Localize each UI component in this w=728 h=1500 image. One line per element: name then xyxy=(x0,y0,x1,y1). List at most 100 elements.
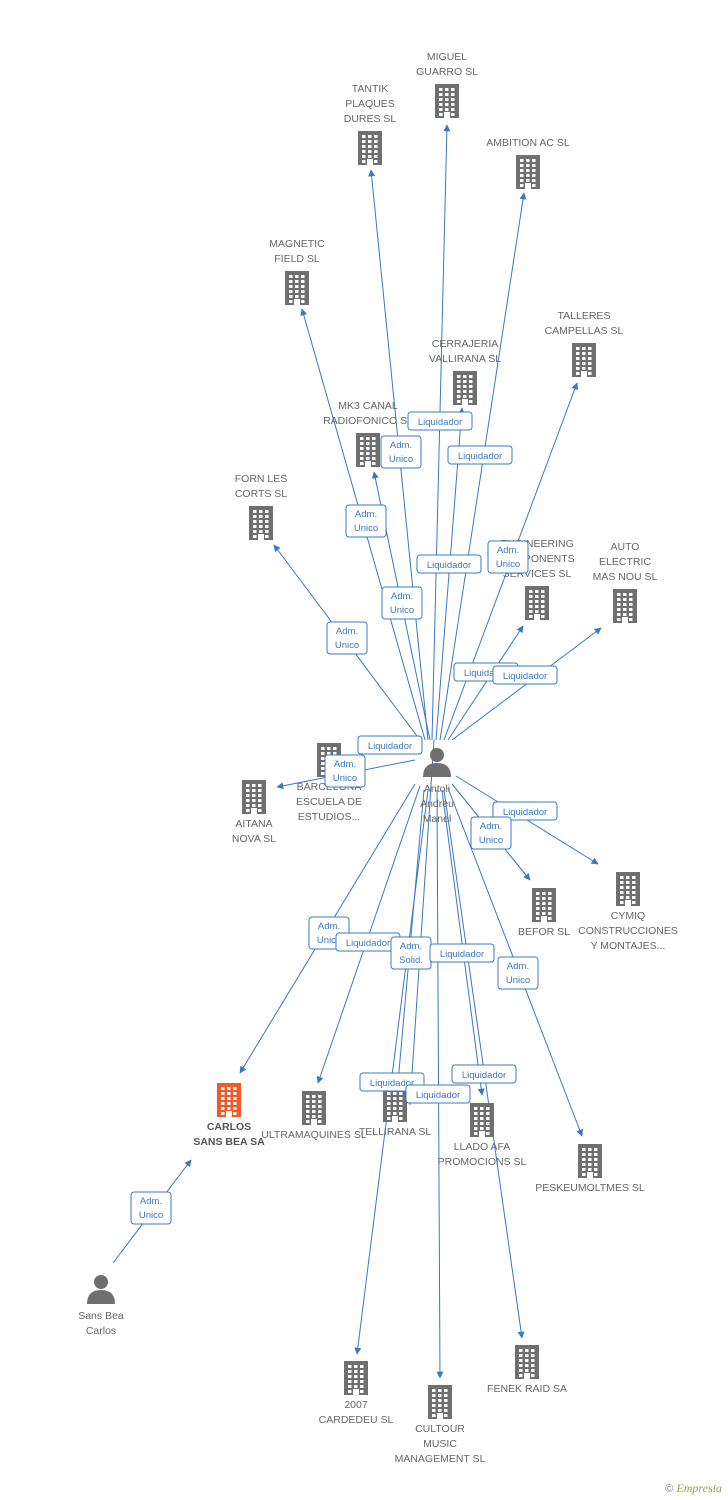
relation-label[interactable]: Adm.Unico xyxy=(345,504,387,538)
relation-label[interactable]: Liquidador xyxy=(335,932,401,952)
brand-name: Empresia xyxy=(676,1481,722,1495)
relation-label-text: Adm. xyxy=(400,941,422,952)
relation-label[interactable]: Liquidador xyxy=(492,665,558,685)
relation-label-text: Liquidador xyxy=(370,1078,414,1089)
node-label-line: Carlos xyxy=(86,1325,116,1337)
relation-label[interactable]: Liquidador xyxy=(405,1084,471,1104)
building-icon[interactable] xyxy=(217,1083,241,1117)
building-icon[interactable] xyxy=(344,1361,368,1395)
building-icon[interactable] xyxy=(578,1144,602,1178)
node-ambition[interactable]: AMBITION AC SL xyxy=(486,137,570,189)
building-icon[interactable] xyxy=(613,589,637,623)
person-icon[interactable] xyxy=(87,1275,115,1304)
relation-label[interactable]: Adm.Unico xyxy=(381,586,423,620)
relation-label[interactable]: Liquidador xyxy=(429,943,495,963)
relation-label-text: Liquidador xyxy=(464,668,508,679)
node-label-line: Sans Bea xyxy=(78,1310,124,1322)
node-label-line: AUTO xyxy=(611,541,640,553)
node-label-line: CERRAJERIA xyxy=(432,338,499,350)
relation-label[interactable]: Adm.Unico xyxy=(497,956,539,990)
person-icon[interactable] xyxy=(423,748,451,777)
relation-label-text: Unico xyxy=(479,835,503,846)
node-label-line: LLADO AFA xyxy=(454,1141,511,1153)
building-icon[interactable] xyxy=(242,780,266,814)
node-label-line: MIGUEL xyxy=(427,51,467,63)
building-icon[interactable] xyxy=(356,433,380,467)
node-label-line: GUARRO SL xyxy=(416,66,478,78)
building-icon[interactable] xyxy=(249,506,273,540)
node-peskeumoltmes[interactable]: PESKEUMOLTMES SL xyxy=(535,1144,645,1194)
building-icon[interactable] xyxy=(383,1088,407,1122)
relation-label-text: Solid. xyxy=(399,955,423,966)
relation-label[interactable]: Liquidador xyxy=(357,735,423,755)
node-label-line: Andreu xyxy=(420,798,454,810)
building-icon[interactable] xyxy=(285,271,309,305)
relation-label-text: Adm. xyxy=(334,759,356,770)
node-forn[interactable]: FORN LES CORTS SL xyxy=(235,473,288,540)
relation-label-text: Liquidador xyxy=(503,807,547,818)
relation-label-text: Liquidador xyxy=(462,1070,506,1081)
node-label-line: ESTUDIOS... xyxy=(298,811,360,823)
building-icon[interactable] xyxy=(428,1385,452,1419)
relation-label[interactable]: Liquidador xyxy=(451,1064,517,1084)
node-ultramaquines[interactable]: ULTRAMAQUINES SL xyxy=(261,1091,367,1141)
building-icon[interactable] xyxy=(435,84,459,118)
edge-antoli-ambition xyxy=(439,192,527,741)
relation-label[interactable]: Adm.Unico xyxy=(470,816,512,850)
node-label-line: CARDEDEU SL xyxy=(319,1414,394,1426)
node-label-line: PLAQUES xyxy=(345,98,395,110)
building-icon[interactable] xyxy=(525,586,549,620)
relation-label[interactable]: Adm.Unico xyxy=(130,1191,172,1225)
relation-label-text: Liquidador xyxy=(440,949,484,960)
relation-label-text: Unico xyxy=(335,640,359,651)
relation-label-text: Liquidador xyxy=(346,938,390,949)
node-label-line: RADIOFONICO SL xyxy=(323,415,413,427)
relation-label-text: Adm. xyxy=(355,509,377,520)
relation-label[interactable]: Adm.Unico xyxy=(487,540,529,574)
relation-label-text: Adm. xyxy=(336,626,358,637)
building-icon[interactable] xyxy=(572,343,596,377)
node-label-line: FORN LES xyxy=(235,473,288,485)
relation-label[interactable]: Adm. Unico xyxy=(326,621,368,655)
relation-label[interactable]: Liquidador xyxy=(407,411,473,431)
building-icon[interactable] xyxy=(616,872,640,906)
relation-label[interactable]: Adm.Unico xyxy=(380,435,422,469)
node-tellirana[interactable]: TELLIRANA SL xyxy=(359,1088,432,1138)
node-label-line: 2007 xyxy=(344,1399,368,1411)
relation-label[interactable]: Liquidador xyxy=(492,801,558,821)
relation-label-text: Liquidador xyxy=(503,671,547,682)
building-icon[interactable] xyxy=(302,1091,326,1125)
node-miguel[interactable]: MIGUEL GUARRO SL xyxy=(416,51,478,118)
building-icon[interactable] xyxy=(516,155,540,189)
building-icon[interactable] xyxy=(470,1103,494,1137)
building-icon[interactable] xyxy=(453,371,477,405)
building-icon[interactable] xyxy=(358,131,382,165)
relation-label[interactable]: Liquidador xyxy=(416,554,482,574)
node-befor[interactable]: BEFOR SL xyxy=(518,888,570,938)
building-icon[interactable] xyxy=(515,1345,539,1379)
building-icon[interactable] xyxy=(532,888,556,922)
relation-label[interactable]: Adm. Solid. xyxy=(390,936,432,970)
footer-brand[interactable]: © Empresia xyxy=(665,1481,722,1496)
relation-label[interactable]: Adm.Unico xyxy=(324,754,366,788)
node-fenek[interactable]: FENEK RAID SA xyxy=(487,1345,567,1395)
relation-label[interactable]: Liquidador xyxy=(447,445,513,465)
node-label-line: CORTS SL xyxy=(235,488,287,500)
